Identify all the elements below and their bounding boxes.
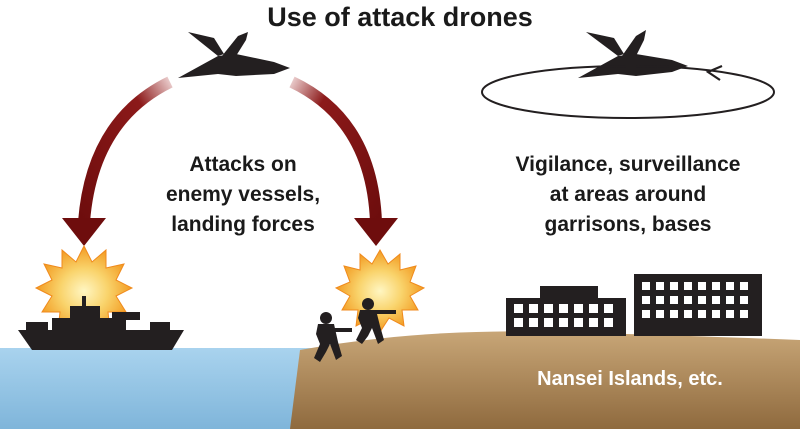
surveillance-caption-line: garrisons, bases [544,213,712,236]
arrow-head-right [354,218,398,246]
attack-arrow-left [78,76,173,223]
orbit-path [481,65,775,119]
surveillance-caption-line: Vigilance, surveillance [515,153,741,176]
arrow-head-left [62,218,106,246]
attack-caption: Attacks on enemy vessels, landing forces [118,150,368,240]
attack-caption-line: Attacks on [189,153,297,176]
attack-caption-line: enemy vessels, [165,183,321,206]
building-icon [634,274,762,336]
soldier-icon [314,312,352,362]
drone-icon [178,32,290,78]
diagram-title: Use of attack drones [267,2,533,32]
island-label: Nansei Islands, etc. [537,368,723,390]
explosion-icon [334,248,426,333]
island-land [290,331,800,429]
surveillance-caption-line: at areas around [549,183,707,206]
attack-caption-line: landing forces [171,213,315,236]
orbit-arrow-icon [705,64,723,81]
surveillance-caption: Vigilance, surveillance at areas around … [478,150,778,240]
building-icon [506,286,626,336]
warship-icon [18,296,184,350]
sea [0,348,330,429]
drone-icon [578,30,688,78]
soldier-icon [356,298,396,344]
attack-arrow-right [289,76,382,223]
